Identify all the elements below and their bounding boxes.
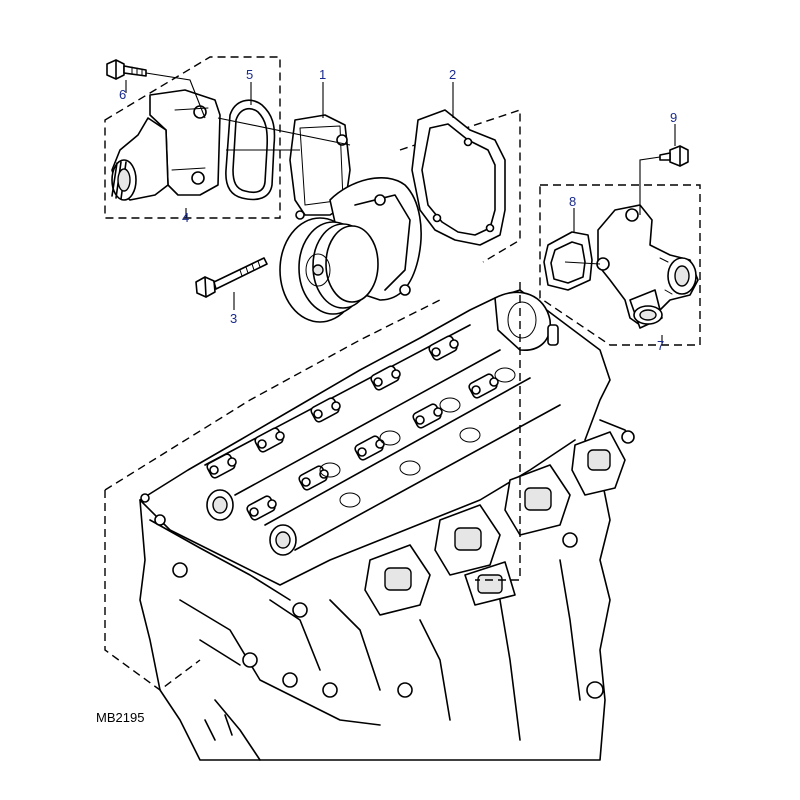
assembly-group-outlines <box>104 56 701 691</box>
water-pump-part-1 <box>279 114 422 323</box>
callout-5: 5 <box>246 67 253 82</box>
callout-7: 7 <box>657 338 664 353</box>
callout-2: 2 <box>449 67 456 82</box>
thermostat-housing-part-4 <box>111 89 221 201</box>
diagram-reference-code: MB2195 <box>96 710 144 725</box>
engine-block-drawing <box>139 289 635 761</box>
coolant-outlet-part-7 <box>596 204 699 329</box>
callout-labels: 6 5 1 2 4 3 9 8 7 <box>119 67 677 353</box>
bolt-part-9 <box>659 145 689 167</box>
callout-1: 1 <box>319 67 326 82</box>
pump-gasket-part-2 <box>411 109 506 246</box>
callout-9: 9 <box>670 110 677 125</box>
long-bolt-part-3 <box>195 257 268 298</box>
callout-8: 8 <box>569 194 576 209</box>
callout-6: 6 <box>119 87 126 102</box>
callout-leader-lines <box>125 72 676 345</box>
callout-3: 3 <box>230 311 237 326</box>
outlet-gasket-part-8 <box>543 231 593 291</box>
bolt-part-6 <box>106 59 147 80</box>
callout-4: 4 <box>182 210 189 225</box>
